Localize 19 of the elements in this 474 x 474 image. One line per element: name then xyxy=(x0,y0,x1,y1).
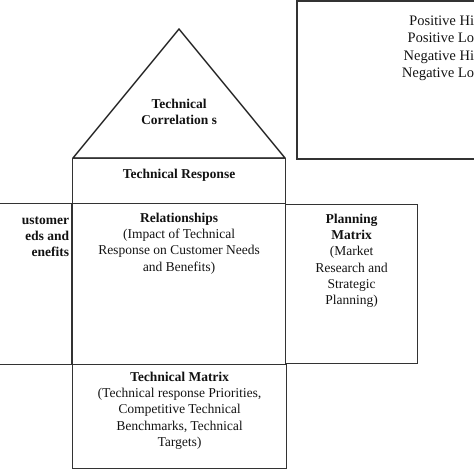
box-heading: Technical Matrix xyxy=(129,369,230,386)
box-text: Negative Hi xyxy=(402,48,474,66)
box-heading: Relationships xyxy=(138,210,220,226)
panel xyxy=(296,0,474,160)
box-heading: Technical Correlation s xyxy=(140,96,218,128)
box-text: (Technical response Priorities, Competitive Technical Benchmarks, Technical Targets) xyxy=(96,385,262,450)
process-box xyxy=(0,203,72,365)
process-box xyxy=(72,364,287,469)
roof-triangle xyxy=(72,28,286,159)
box-heading: Technical Response xyxy=(122,166,236,182)
box-heading: ustomer eds and enefits xyxy=(20,212,69,261)
box-text: (Market Research and Strategic Planning) xyxy=(314,243,389,308)
box-text: Negative Lo xyxy=(400,65,474,83)
box-text: (Impact of Technical Response on Customer Needs and Benefits) xyxy=(97,226,261,275)
box-text: Positive Lo xyxy=(406,30,474,48)
box-heading: Planning Matrix xyxy=(324,211,378,244)
box-text: Positive Hi xyxy=(408,13,474,30)
process-box xyxy=(72,158,286,204)
process-box xyxy=(285,204,418,364)
